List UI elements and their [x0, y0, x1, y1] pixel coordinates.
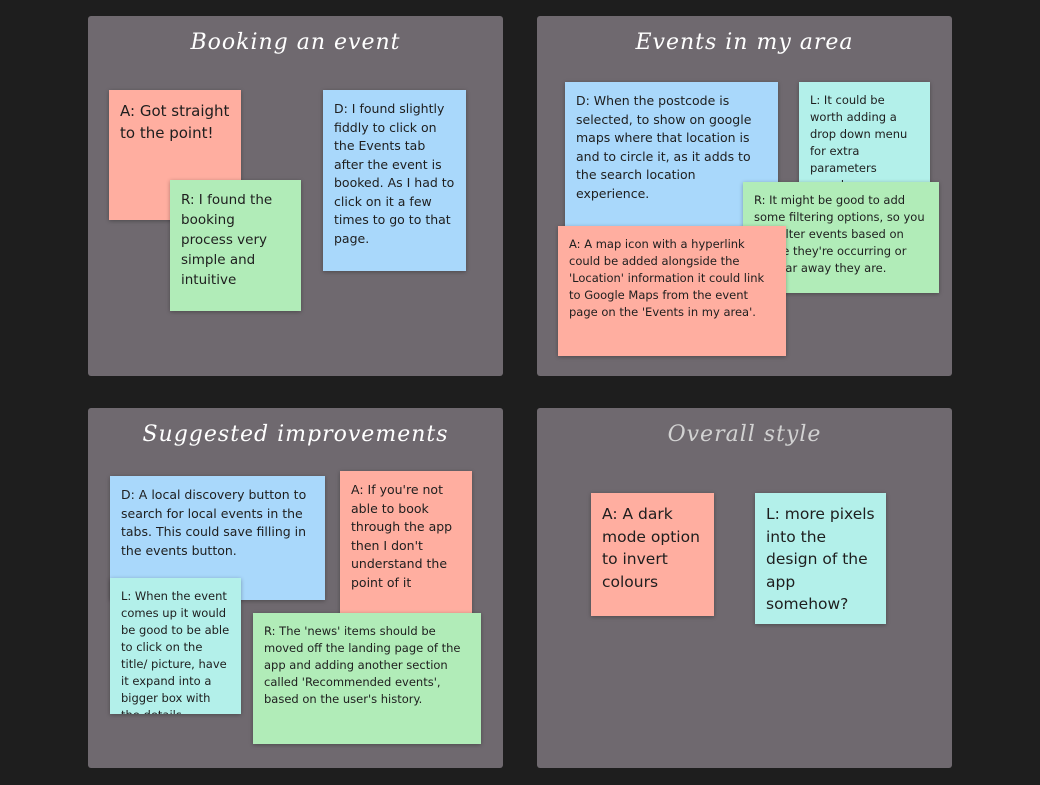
section-events-in-my-area: Events in my area D: When the postcode i… [537, 16, 952, 376]
section-title: Events in my area [635, 30, 854, 55]
section-overall-style: Overall style A: A dark mode option to i… [537, 408, 952, 768]
section-title: Booking an event [190, 30, 401, 55]
sticky-note-text: D: I found slightly fiddly to click on t… [334, 101, 455, 246]
section-title: Suggested improvements [142, 422, 449, 447]
sticky-note-d[interactable]: D: I found slightly fiddly to click on t… [323, 90, 466, 271]
sticky-note-r[interactable]: R: The 'news' items should be moved off … [253, 613, 481, 744]
sticky-note-text: A: A map icon with a hyperlink could be … [569, 237, 765, 319]
sticky-note-text: A: If you're not able to book through th… [351, 482, 453, 590]
sticky-note-d[interactable]: D: When the postcode is selected, to sho… [565, 82, 778, 232]
section-title: Overall style [667, 422, 822, 447]
sticky-note-text: A: Got straight to the point! [120, 102, 230, 142]
sticky-note-text: R: I found the booking process very simp… [181, 192, 273, 288]
sticky-note-r[interactable]: R: I found the booking process very simp… [170, 180, 301, 311]
sticky-note-a[interactable]: A: A dark mode option to invert colours [591, 493, 714, 616]
sticky-note-text: D: When the postcode is selected, to sho… [576, 93, 752, 201]
sticky-note-text: D: A local discovery button to search fo… [121, 487, 307, 558]
sticky-note-text: L: It could be worth adding a drop down … [810, 93, 908, 185]
sticky-note-l[interactable]: L: more pixels into the design of the ap… [755, 493, 886, 624]
sticky-note-a[interactable]: A: If you're not able to book through th… [340, 471, 472, 621]
sticky-note-text: L: When the event comes up it would be g… [121, 589, 230, 714]
section-suggested-improvements: Suggested improvements D: A local discov… [88, 408, 503, 768]
section-booking-an-event: Booking an event A: Got straight to the … [88, 16, 503, 376]
sticky-note-a[interactable]: A: A map icon with a hyperlink could be … [558, 226, 786, 356]
sticky-note-l[interactable]: L: When the event comes up it would be g… [110, 578, 241, 714]
sticky-note-text: A: A dark mode option to invert colours [602, 505, 700, 591]
sticky-note-l[interactable]: L: It could be worth adding a drop down … [799, 82, 930, 185]
sticky-note-text: R: It might be good to add some filterin… [754, 193, 925, 275]
sticky-note-text: R: The 'news' items should be moved off … [264, 624, 461, 706]
sticky-note-text: L: more pixels into the design of the ap… [766, 505, 875, 613]
